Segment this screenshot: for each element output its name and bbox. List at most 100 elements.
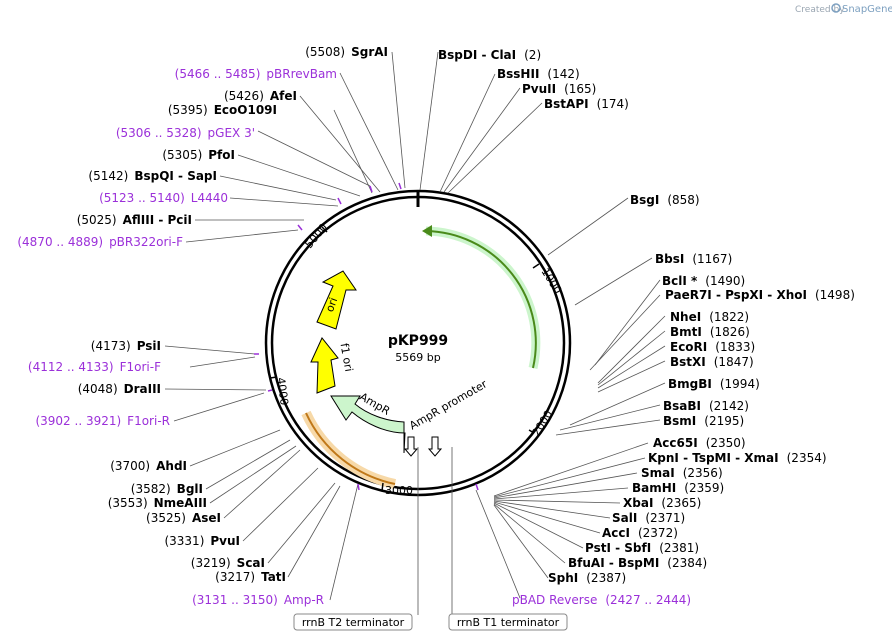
ori-feature: ori [316,270,357,330]
site-label-afliii-pcii: AflIII - PciI (5025) [77,213,192,227]
site-label-f1ori-r: F1ori-R(3902 .. 3921) [35,414,170,428]
site-position: (5142) [88,169,128,183]
ampr-feature: AmpR [330,390,406,454]
site-label-psii: PsiI (4173) [91,339,161,353]
site-name: L4440 [191,191,228,205]
site-label-afei: AfeI(5426) [224,89,297,103]
site-name: SgrAI [351,45,388,59]
site-position: (3525) [146,511,186,525]
site-label-bstxi: BstXI(1847) [670,355,754,369]
site-position: (2356) [683,466,723,480]
site-position: (5426) [224,89,264,103]
site-label-sphi: SphI(2387) [548,571,626,585]
site-position: (3553) [108,496,148,510]
site-position: (5123 .. 5140) [99,191,185,205]
promoter-arc [425,230,537,369]
site-name: AseI [192,511,221,525]
site-label-amp-r: Amp-R(3131 .. 3150) [192,593,324,607]
site-name: BstXI [670,355,706,369]
site-name: EcoRI [670,340,707,354]
site-position: (5466 .. 5485) [175,67,261,81]
site-position: (174) [597,97,629,111]
site-name: AflIII - PciI [123,213,192,227]
site-name: AccI [602,526,630,540]
site-position: (1826) [710,325,750,339]
site-position: (4173) [91,339,131,353]
site-name: EcoO109I [214,103,277,117]
site-name: BspDI - ClaI [438,48,516,62]
site-label-xbai: XbaI(2365) [623,496,701,510]
site-position: (5306 .. 5328) [116,126,202,140]
site-label-pgex-3-: pGEX 3'(5306 .. 5328) [116,126,255,140]
site-name: SphI [548,571,578,585]
site-label-pvuii: PvuII(165) [522,82,596,96]
site-position: (1498) [815,288,855,302]
tick-1000: 1000 [538,266,564,297]
terminator-rrnb-t1: rrnB T1 terminator [448,613,568,631]
watermark-brand: SnapGene [842,4,892,15]
site-name: BamHI [632,481,676,495]
site-position: (5395) [168,103,208,117]
site-name: PaeR7I - PspXI - XhoI [665,288,807,302]
site-position: (1833) [715,340,755,354]
site-name: PstI - SbfI [585,541,651,555]
site-name: ScaI [237,556,265,570]
site-position: (4112 .. 4133) [28,360,114,374]
site-position: (1994) [720,377,760,391]
site-name: BfuAI - BspMI [568,556,659,570]
site-label-bsshii: BssHII(142) [497,67,580,81]
site-label-tati: TatI(3217) [215,570,286,584]
site-name: pBR322ori-F [109,235,183,249]
site-name: PsiI [137,339,161,353]
site-position: (2371) [645,511,685,525]
site-position: (2372) [638,526,678,540]
site-label-smai: SmaI (2356) [641,466,723,480]
site-position: (5508) [305,45,345,59]
site-name: BsaBI [663,399,701,413]
site-name: TatI [261,570,286,584]
site-name: Acc65I [653,436,698,450]
site-position: (2354) [787,451,827,465]
tick-3000: 3000 [385,484,413,497]
tick-4000: 4000 [274,377,291,407]
site-position: (5025) [77,213,117,227]
site-label-nmeaiii: NmeAIII(3553) [108,496,207,510]
site-label-pbrrevbam: pBRrevBam (5466 .. 5485) [175,67,337,81]
snapgene-logo-icon [831,3,841,13]
site-name: DraIII [124,382,161,396]
plasmid-length: 5569 bp [395,351,440,364]
ampr-promoter-label: AmpR promoter [407,377,490,432]
site-name: SmaI [641,466,675,480]
site-label-psti-sbfi: PstI - SbfI(2381) [585,541,699,555]
f1ori-feature: f1 ori [310,337,355,394]
site-name: BmtI [670,325,702,339]
site-label-f1ori-f: F1ori-F(4112 .. 4133) [28,360,161,374]
site-name: XbaI [623,496,653,510]
site-label-bgli: BglI (3582) [131,482,203,496]
site-label-bsabi: BsaBI(2142) [663,399,749,413]
site-label-bcli-: BclI *(1490) [662,274,745,288]
site-name: pBRrevBam [266,67,337,81]
watermark-prefix: Created by [795,5,845,15]
site-position: (2359) [684,481,724,495]
site-label-kpni-tspmi-xmai: KpnI - TspMI - XmaI(2354) [648,451,827,465]
left-label-list: SgrAI (5508) pBRrevBam (5466 .. 5485) AfeI(5… [17,45,388,607]
site-name: PvuI [210,534,240,548]
site-position: (1167) [692,252,732,266]
terminator-t1-label: rrnB T1 terminator [457,616,560,629]
site-label-sali: SalI(2371) [612,511,685,525]
site-label-ahdi: AhdI(3700) [110,459,187,473]
plasmid-name: pKP999 [388,333,448,349]
site-label-pvui: PvuI(3331) [164,534,240,548]
site-position: (142) [547,67,579,81]
site-position: (3582) [131,482,171,496]
site-position: (3700) [110,459,150,473]
site-name: BglI [177,482,203,496]
site-label-bstapi: BstAPI(174) [544,97,629,111]
site-position: (4048) [78,382,118,396]
site-position: (2384) [667,556,707,570]
site-label-pfoi: PfoI(5305) [162,148,235,162]
site-label-acc65i: Acc65I (2350) [653,436,746,450]
site-position: (2350) [706,436,746,450]
